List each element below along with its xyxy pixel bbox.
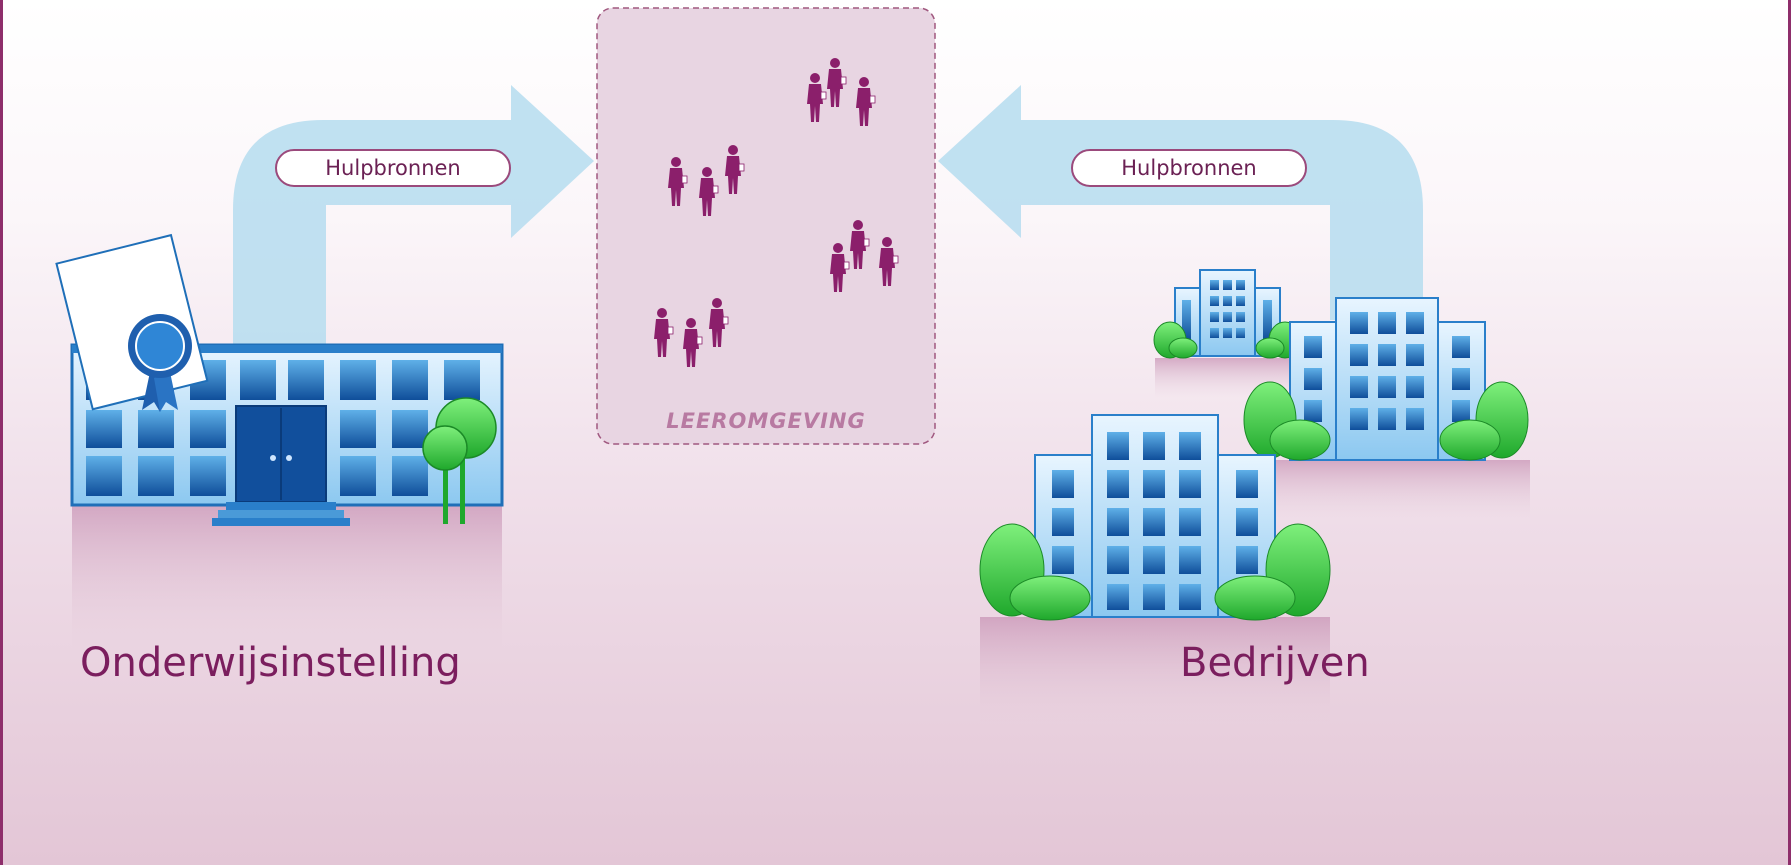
school-tree-icon xyxy=(422,397,497,524)
office-building-small-icon xyxy=(1153,269,1302,359)
left-arrow-label: Hulpbronnen xyxy=(275,149,511,187)
learning-environment-label: LEEROMGEVING xyxy=(666,409,866,433)
school-reflection xyxy=(72,505,502,655)
left-entity-label: Onderwijsinstelling xyxy=(80,640,461,686)
right-resource-arrow xyxy=(938,85,1423,320)
left-resource-arrow xyxy=(233,85,594,345)
office-reflection-large xyxy=(980,617,1330,727)
award-ribbon-icon xyxy=(128,314,192,412)
office-building-large-icon xyxy=(979,414,1331,621)
office-building-medium-icon xyxy=(1243,297,1529,461)
right-arrow-label: Hulpbronnen xyxy=(1071,149,1307,187)
office-reflection-medium xyxy=(1250,460,1530,520)
learning-environment-box xyxy=(596,7,936,445)
right-entity-label: Bedrijven xyxy=(1180,640,1370,686)
